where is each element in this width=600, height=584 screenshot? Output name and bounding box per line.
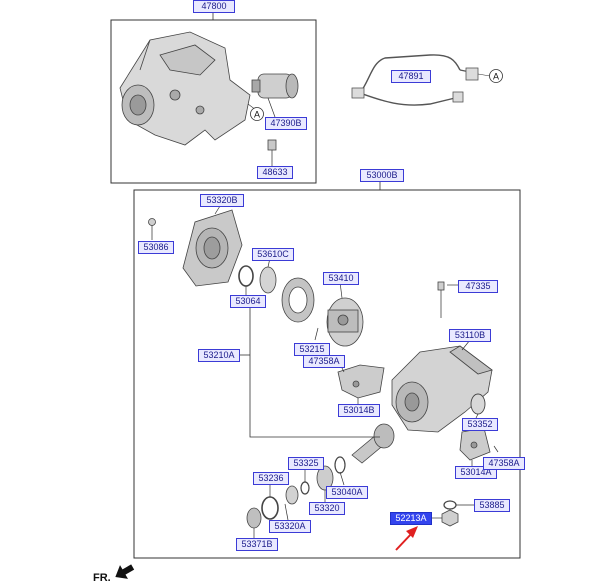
label-53014b[interactable]: 53014B — [338, 404, 380, 417]
main-assembly-frame — [133, 189, 521, 559]
label-47800[interactable]: 47800 — [193, 0, 235, 13]
label-53064[interactable]: 53064 — [230, 295, 266, 308]
o-ring-drawing — [238, 265, 254, 287]
ring-gear-drawing — [281, 277, 315, 323]
leader-53210a — [249, 300, 380, 438]
cover-bolt-drawing — [148, 218, 156, 240]
pointer-arrowhead — [406, 526, 418, 538]
front-seal-drawing — [261, 496, 279, 520]
label-53320a[interactable]: 53320A — [269, 520, 311, 533]
leader-53215 — [314, 327, 319, 341]
oil-seal-drawing — [470, 393, 486, 415]
label-47358a-1[interactable]: 47358A — [303, 355, 345, 368]
label-53086[interactable]: 53086 — [138, 241, 174, 254]
label-53110b[interactable]: 53110B — [449, 329, 491, 342]
callout-a1-text: A — [254, 110, 260, 120]
sensor-bolt-drawing — [267, 139, 277, 162]
label-53236[interactable]: 53236 — [253, 472, 289, 485]
carrier-housing-drawing — [391, 345, 493, 433]
bearing-drawing — [259, 266, 277, 294]
label-53371b[interactable]: 53371B — [236, 538, 278, 551]
label-53320b[interactable]: 53320B — [200, 194, 244, 207]
label-53610c[interactable]: 53610C — [252, 248, 294, 261]
label-47390b[interactable]: 47390B — [265, 117, 307, 130]
front-marker-label: FR. — [93, 572, 111, 584]
rear-cover-drawing — [182, 209, 243, 287]
label-53000b[interactable]: 53000B — [360, 169, 404, 182]
label-53410[interactable]: 53410 — [323, 272, 359, 285]
drain-washer-drawing — [443, 500, 457, 510]
label-52213a-selected[interactable]: 52213A — [390, 512, 432, 525]
label-53325[interactable]: 53325 — [288, 457, 324, 470]
leader-53040a — [339, 471, 345, 486]
callout-a1-circle — [250, 107, 264, 121]
label-47358a-2[interactable]: 47358A — [483, 457, 525, 470]
harness-connector-right — [465, 67, 479, 81]
label-48633[interactable]: 48633 — [257, 166, 293, 179]
companion-flange-drawing — [246, 507, 262, 529]
pinion-shaft-drawing — [351, 423, 395, 464]
harness-connector-bottom — [452, 91, 464, 103]
mount-bracket-b-drawing — [337, 364, 385, 399]
outer-bearing-drawing — [285, 485, 299, 505]
leader-47358a-2 — [493, 445, 499, 453]
label-47335[interactable]: 47335 — [458, 280, 498, 293]
breather-pin-drawing — [437, 281, 445, 318]
leader-47390b — [267, 97, 276, 118]
differential-case-drawing — [326, 297, 364, 347]
label-53210a[interactable]: 53210A — [198, 349, 240, 362]
label-53320[interactable]: 53320 — [309, 502, 345, 515]
label-53352[interactable]: 53352 — [462, 418, 498, 431]
front-arrow-icon — [115, 564, 135, 579]
actuator-motor-drawing — [251, 73, 299, 99]
label-47891[interactable]: 47891 — [391, 70, 431, 83]
leader-53320a — [284, 503, 289, 521]
label-53885[interactable]: 53885 — [474, 499, 510, 512]
callout-a2-text: A — [493, 72, 499, 82]
leader-53352 — [475, 413, 479, 419]
leader-callout-a2 — [477, 73, 491, 77]
drain-nut-drawing — [441, 509, 459, 527]
mount-bracket-a-drawing — [459, 427, 491, 461]
carrier-assembly-drawing — [119, 31, 251, 146]
shim-washer-drawing — [300, 481, 310, 495]
callout-a2-circle — [489, 69, 503, 83]
leader-53320b — [214, 205, 221, 215]
harness-connector-left — [351, 87, 365, 99]
label-53040a[interactable]: 53040A — [326, 486, 368, 499]
spacer-ring-drawing — [334, 456, 346, 474]
top-assembly-frame — [110, 19, 317, 184]
